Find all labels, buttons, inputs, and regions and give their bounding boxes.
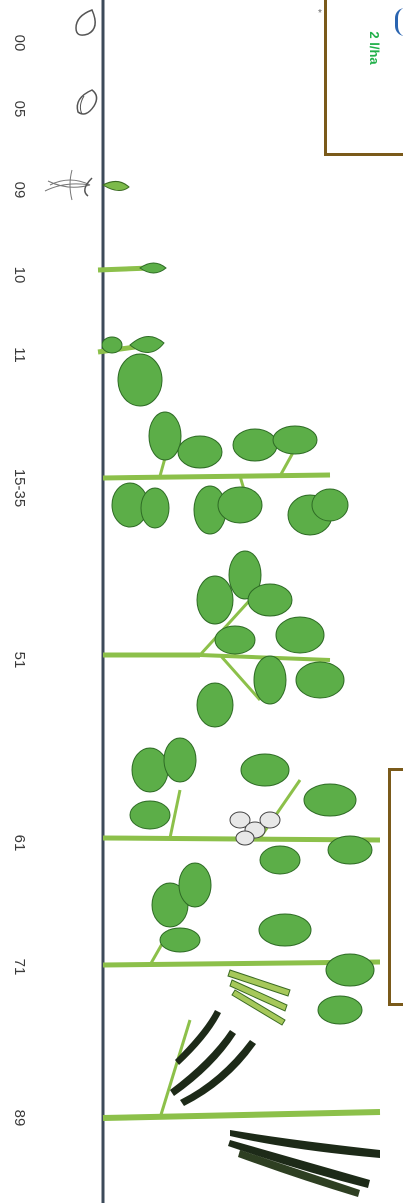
plant-stage-89 xyxy=(103,1010,380,1197)
application-window-box-bottom xyxy=(388,768,403,1006)
stage-label-51: 51 xyxy=(10,642,30,678)
plant-stage-09 xyxy=(45,170,129,200)
plant-stage-10 xyxy=(98,263,166,273)
plant-stage-71 xyxy=(103,863,380,1025)
registered-mark-icon: * xyxy=(318,8,322,19)
plant-stage-15-35 xyxy=(103,412,348,535)
plant-stage-61 xyxy=(103,738,380,874)
application-window-box-top xyxy=(324,0,403,156)
stage-label-15-35: 15-35 xyxy=(10,470,30,506)
application-rate-label: 2 l/ha xyxy=(367,23,383,73)
stage-label-10: 10 xyxy=(10,257,30,293)
brand-logo-icon xyxy=(395,8,403,36)
stage-label-11: 11 xyxy=(10,337,30,373)
stage-label-05: 05 xyxy=(10,91,30,127)
stage-label-00: 00 xyxy=(10,25,30,61)
plant-stage-05 xyxy=(77,90,96,114)
stage-label-09: 09 xyxy=(10,172,30,208)
stage-label-61: 61 xyxy=(10,825,30,861)
plant-stage-00 xyxy=(76,10,95,35)
stage-label-89: 89 xyxy=(10,1100,30,1136)
plant-stage-11 xyxy=(98,336,164,406)
plant-stage-51 xyxy=(103,551,344,727)
stage-label-71: 71 xyxy=(10,949,30,985)
